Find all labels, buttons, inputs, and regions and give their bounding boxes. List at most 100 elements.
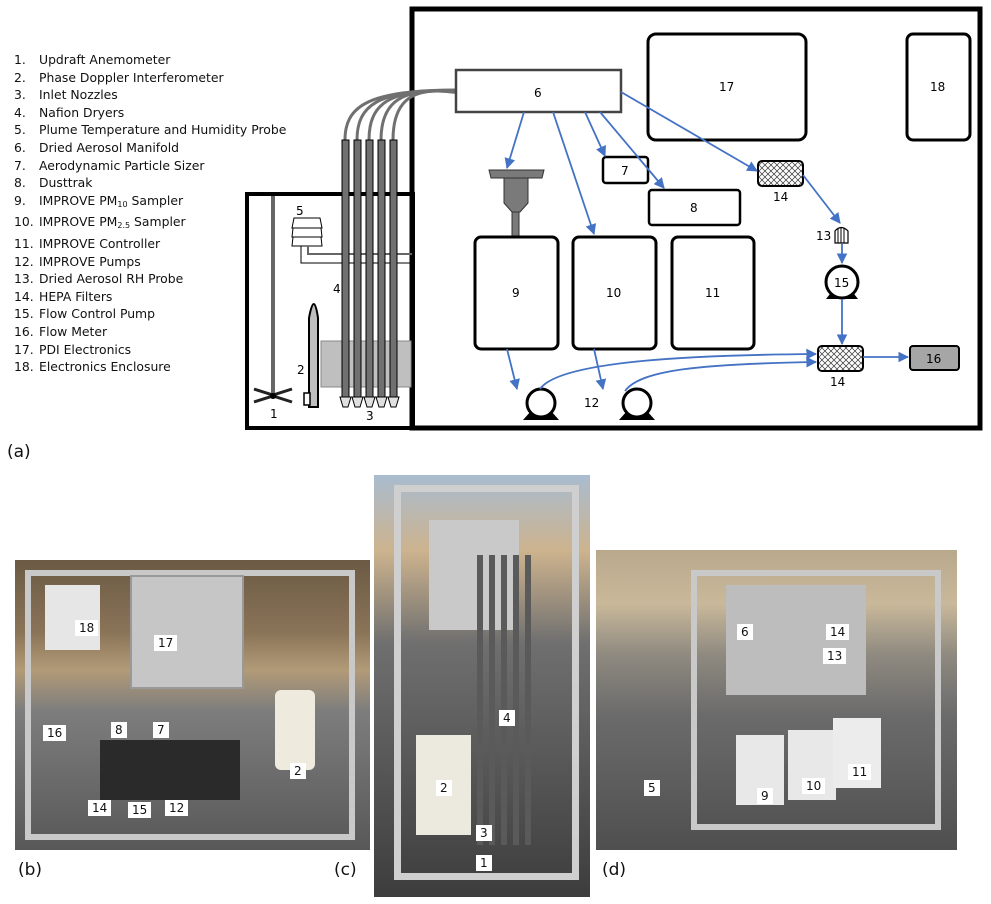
legend-label: Phase Doppler Interferometer xyxy=(39,69,224,85)
legend-label: IMPROVE Pumps xyxy=(39,253,141,269)
legend-number: 5. xyxy=(14,122,26,138)
legend-item: 4. Nafion Dryers xyxy=(14,104,286,122)
legend-item: 18. Electronics Enclosure xyxy=(14,358,286,376)
photo-d-tag-14: 14 xyxy=(826,624,850,640)
photo-c-tag-4: 4 xyxy=(499,710,515,726)
inlet-nozzle xyxy=(375,396,388,408)
flow-arrow-14-to-13 xyxy=(802,174,841,224)
photo-b-tag-2: 2 xyxy=(290,763,306,779)
label-13: 13 xyxy=(816,229,831,243)
improve-pump-2 xyxy=(619,387,655,420)
photo-d-tag-9: 9 xyxy=(757,788,773,804)
nafion-dryer-tube xyxy=(377,139,386,398)
legend-item: 16. Flow Meter xyxy=(14,323,286,341)
dried-aerosol-manifold xyxy=(454,68,623,114)
legend-label: Inlet Nozzles xyxy=(39,87,118,103)
panel-label-b: (b) xyxy=(18,860,43,880)
photo-d-rear-view: 6 14 13 5 9 10 11 xyxy=(596,550,957,850)
legend-number: 7. xyxy=(14,157,26,173)
improve-pump-1 xyxy=(523,387,559,420)
legend-number: 3. xyxy=(14,87,26,103)
legend-label: PDI Electronics xyxy=(39,341,132,357)
legend-label: Dried Aerosol RH Probe xyxy=(39,271,184,287)
flow-arrow-6-to-pm10 xyxy=(504,111,525,170)
legend-number: 6. xyxy=(14,139,26,155)
legend-label: IMPROVE PM2.5 Sampler xyxy=(39,214,186,231)
dried-aerosol-rh-probe xyxy=(834,226,849,244)
legend-number: 16. xyxy=(14,323,34,339)
legend-number: 8. xyxy=(14,175,26,191)
enclosure-outline xyxy=(409,6,983,431)
flow-arrow-6-to-14 xyxy=(620,91,758,172)
legend-label: Dried Aerosol Manifold xyxy=(39,139,180,155)
nafion-dryer-tube xyxy=(341,139,350,398)
inlet-nozzle xyxy=(387,396,400,408)
legend-item: 17. PDI Electronics xyxy=(14,341,286,359)
legend-number: 10. xyxy=(14,214,34,230)
legend-number: 18. xyxy=(14,359,34,375)
label-14-lower: 14 xyxy=(830,375,845,389)
label-14-upper: 14 xyxy=(773,190,788,204)
nafion-dryer-tube xyxy=(353,139,362,398)
pm10-inlet xyxy=(488,169,545,238)
flow-control-pump xyxy=(824,264,860,300)
legend-item: 12.IMPROVE Pumps xyxy=(14,253,286,271)
legend-label: Flow Meter xyxy=(39,323,108,339)
improve-pm25-sampler xyxy=(571,235,658,351)
flow-meter xyxy=(909,345,960,371)
legend-item: 11.IMPROVE Controller xyxy=(14,235,286,253)
photo-d-tag-11: 11 xyxy=(848,764,872,780)
hepa-filter-lower xyxy=(817,345,864,372)
photo-b-tag-7: 7 xyxy=(153,722,169,738)
phase-doppler-interferometer xyxy=(303,303,319,408)
legend-item: 5. Plume Temperature and Humidity Probe xyxy=(14,121,286,139)
photo-c-tag-3: 3 xyxy=(476,825,492,841)
label-10: 10 xyxy=(606,286,621,300)
label-4: 4 xyxy=(333,282,341,296)
photo-b-tag-16: 16 xyxy=(43,725,67,741)
photo-b-tag-18: 18 xyxy=(75,620,99,636)
legend-number: 15. xyxy=(14,306,34,322)
photo-b-tag-17: 17 xyxy=(154,635,178,651)
legend-label: Aerodynamic Particle Sizer xyxy=(39,157,205,173)
legend-item: 10. IMPROVE PM2.5 Sampler xyxy=(14,213,286,235)
label-18: 18 xyxy=(930,80,945,94)
legend-number: 9. xyxy=(14,192,26,208)
photo-c-tag-2: 2 xyxy=(436,780,452,796)
dusttrak xyxy=(647,188,742,227)
nafion-dryer-tube xyxy=(389,139,398,398)
legend-item: 7. Aerodynamic Particle Sizer xyxy=(14,157,286,175)
label-7: 7 xyxy=(621,164,629,178)
updraft-anemometer xyxy=(253,196,293,404)
photo-b-tag-15: 15 xyxy=(128,802,152,818)
legend-number: 13. xyxy=(14,271,34,287)
legend-item: 15.Flow Control Pump xyxy=(14,305,286,323)
improve-controller xyxy=(670,235,756,351)
legend-label: IMPROVE PM10 Sampler xyxy=(39,192,184,209)
legend-label: IMPROVE Controller xyxy=(39,235,161,251)
electronics-enclosure xyxy=(905,32,972,142)
flow-arrow-pump2-to-14 xyxy=(624,356,818,392)
panel-label-d: (d) xyxy=(602,860,627,880)
nafion-dryer-tube xyxy=(365,139,374,398)
flow-arrow-9-to-pump xyxy=(506,348,520,391)
legend-item: 3. Inlet Nozzles xyxy=(14,86,286,104)
legend-number: 17. xyxy=(14,341,34,357)
panel-label-c: (c) xyxy=(334,860,357,880)
inlet-nozzle xyxy=(339,396,352,408)
label-15: 15 xyxy=(834,276,849,290)
flow-arrow-6-to-7 xyxy=(584,111,606,157)
inlet-nozzle xyxy=(351,396,364,408)
schematic-diagram: 1 2 5 4 3 6 17 18 7 8 14 13 15 xyxy=(245,6,983,431)
legend-label: Plume Temperature and Humidity Probe xyxy=(39,122,287,138)
legend-number: 4. xyxy=(14,104,26,120)
legend-label: HEPA Filters xyxy=(39,288,113,304)
label-6: 6 xyxy=(534,86,542,100)
legend-label: Dusttrak xyxy=(39,175,93,191)
hepa-filter-upper xyxy=(757,160,804,187)
legend-label: Nafion Dryers xyxy=(39,104,125,120)
legend-item: 2.Phase Doppler Interferometer xyxy=(14,69,286,87)
legend-label: Electronics Enclosure xyxy=(39,359,171,375)
legend-item: 8. Dusttrak xyxy=(14,174,286,192)
